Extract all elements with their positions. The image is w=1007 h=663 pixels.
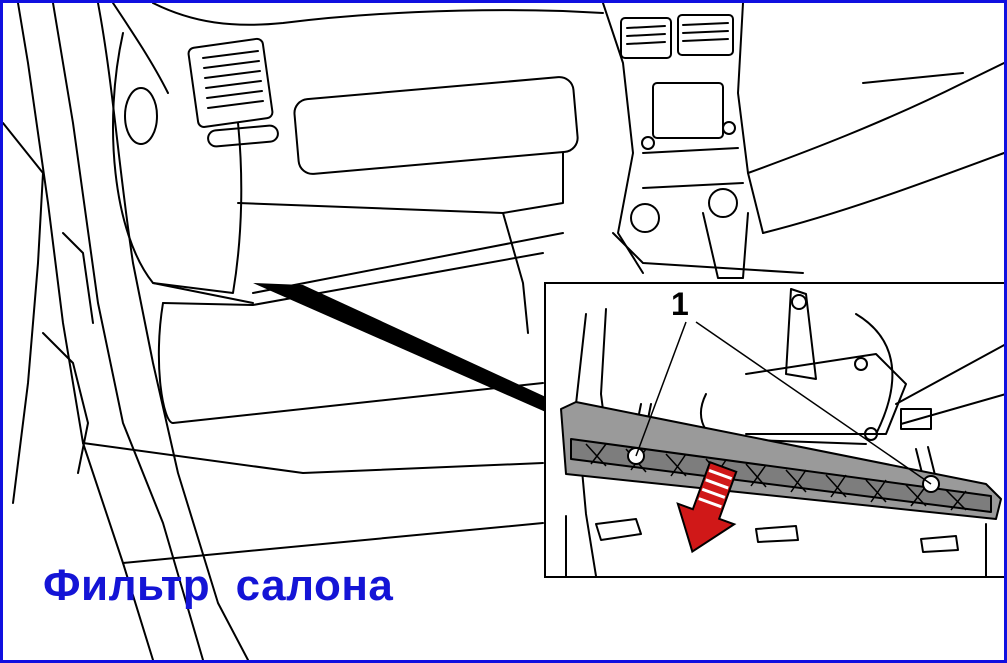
filter-detail-drawing	[560, 288, 1004, 576]
callout-label: 1	[671, 286, 689, 322]
filter-detail-inset: 1	[544, 282, 1004, 578]
caption-title: Фильтр салона	[43, 561, 394, 610]
dashboard-drawing	[3, 3, 1004, 660]
pull-direction-arrow-icon	[676, 460, 738, 554]
